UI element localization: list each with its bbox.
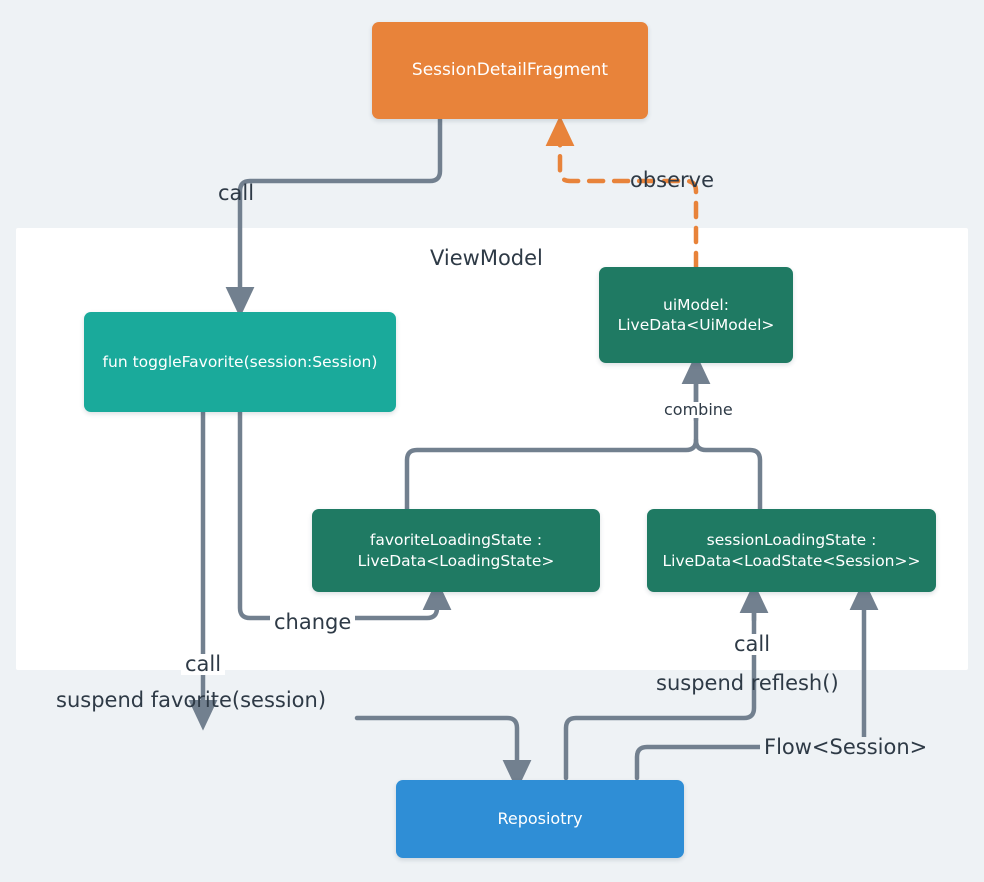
edge-label-call-repo-to-session-state: call [730, 634, 775, 655]
node-toggle-favorite[interactable]: fun toggleFavorite(session:Session) [84, 312, 396, 412]
node-session-loading-state-line1: sessionLoadingState : [706, 531, 877, 550]
edge-label-call-repo-to-toggle: call [181, 654, 226, 675]
node-session-loading-state-line2: LiveData<LoadState<Session>> [662, 551, 921, 570]
node-session-detail-fragment-label: SessionDetailFragment [411, 60, 609, 81]
edge-label-suspend-reflesh: suspend reflesh() [656, 671, 839, 695]
node-session-loading-state[interactable]: sessionLoadingState : LiveData<LoadState… [647, 509, 936, 592]
node-session-detail-fragment[interactable]: SessionDetailFragment [372, 22, 648, 119]
viewmodel-panel [16, 228, 968, 670]
edge-suspend-favorite-to-repository [354, 715, 532, 791]
viewmodel-panel-title: ViewModel [430, 246, 543, 270]
edge-label-flow-session: Flow<Session> [760, 737, 932, 758]
edge-label-observe: observe [630, 168, 715, 192]
node-ui-model[interactable]: uiModel: LiveData<UiModel> [599, 267, 793, 363]
node-ui-model-line2: LiveData<UiModel> [617, 316, 775, 334]
node-ui-model-line1: uiModel: [663, 295, 729, 314]
node-repository-label: Reposiotry [497, 809, 583, 829]
edge-label-suspend-favorite: suspend favorite(session) [56, 688, 327, 712]
edge-label-call-fragment-to-toggle: call [218, 181, 255, 205]
edge-label-combine: combine [660, 402, 737, 418]
node-favorite-loading-state-line1: favoriteLoadingState : [369, 531, 543, 550]
node-repository[interactable]: Reposiotry [396, 780, 684, 858]
node-favorite-loading-state-line2: LiveData<LoadingState> [357, 551, 555, 570]
node-toggle-favorite-label: fun toggleFavorite(session:Session) [102, 352, 378, 371]
node-favorite-loading-state[interactable]: favoriteLoadingState : LiveData<LoadingS… [312, 509, 600, 592]
edge-label-change: change [270, 612, 356, 633]
